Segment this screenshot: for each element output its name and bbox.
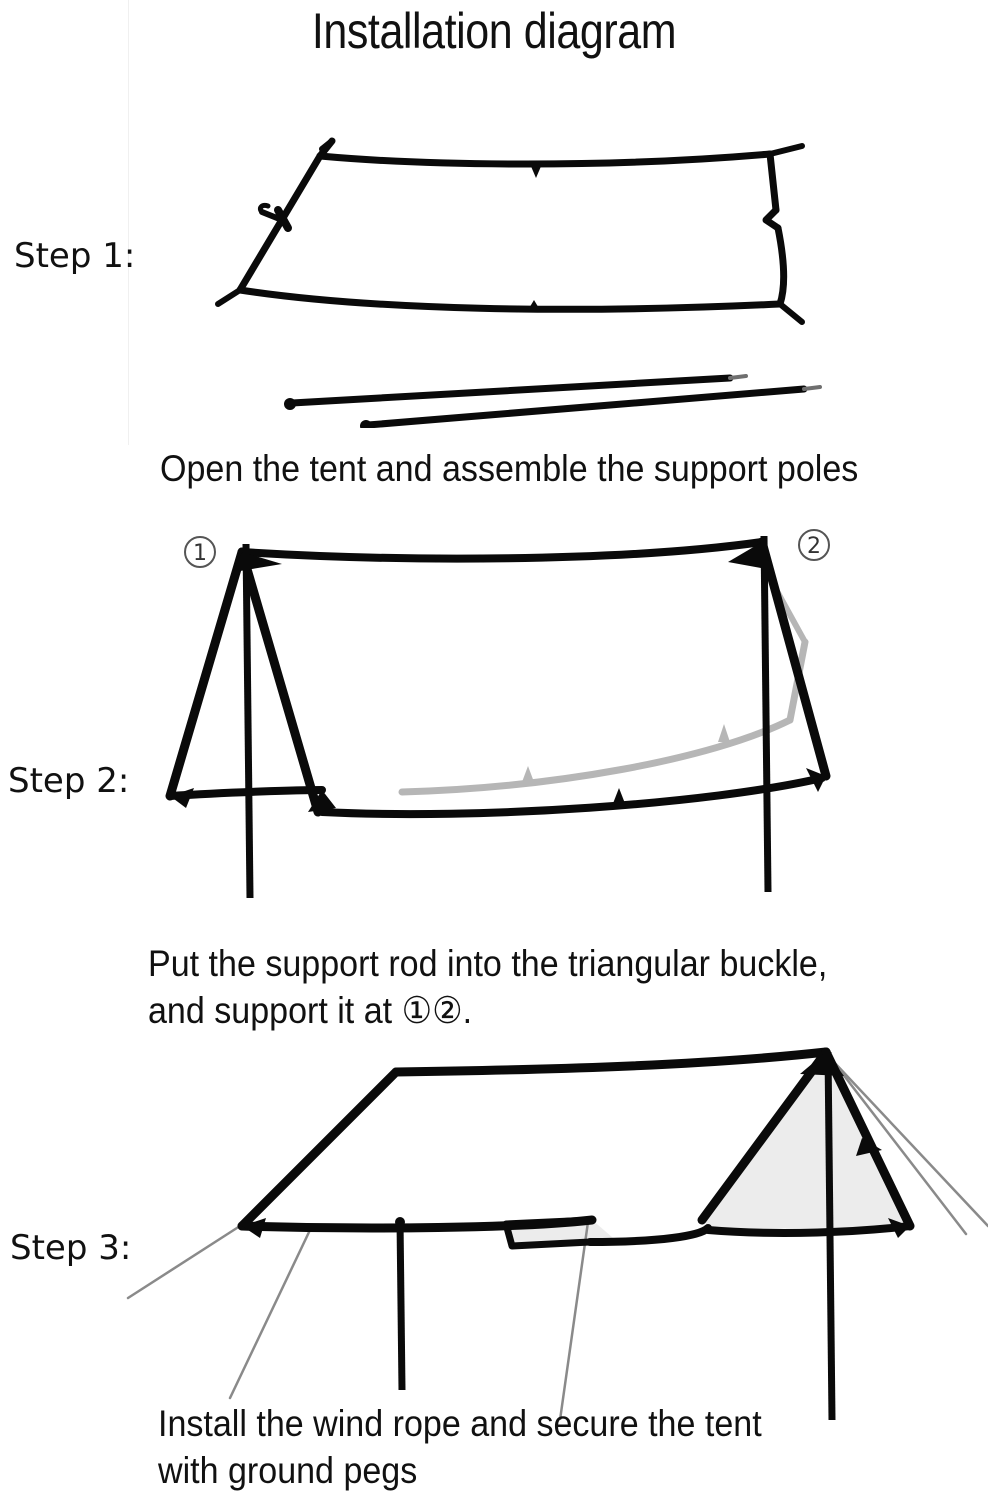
pole-front-left [396,1219,406,1391]
step-3-caption-line-2: with ground pegs [158,1450,418,1491]
guy-line-right-lower [830,1058,968,1236]
tarp-inner-tab [522,766,534,782]
svg-text:2: 2 [807,534,821,559]
vertical-pole-right [760,535,772,893]
svg-text:1: 1 [193,541,207,566]
corner-wedge-right-3 [888,1218,910,1238]
marker-1-circled: 1 [184,536,216,568]
corner-wedge-left [170,788,194,808]
corner-wedge-mid [308,790,336,812]
tarp-tab-bottom [528,300,540,310]
step-2-caption-line-1: Put the support rod into the triangular … [148,943,828,984]
tarp-tab-top [530,164,542,178]
step-3-label: Step 3: [10,1228,132,1268]
step-2-label: Step 2: [8,761,130,801]
step-2-figure: 1 2 [150,520,940,910]
support-pole-2 [360,385,822,428]
scan-artifact-line [128,0,129,445]
guy-line-left [126,1224,242,1300]
corner-wedge-left-3 [242,1218,266,1238]
tarp-inner-tab-2 [718,724,730,742]
step-2-caption-line-2: and support it at ①②. [148,990,473,1031]
pole-top-knob [395,1217,405,1227]
gable-shade [702,1052,910,1230]
step-3-caption: Install the wind rope and secure the ten… [158,1400,762,1494]
vertical-pole-left [242,543,254,899]
peak-wedge-3 [800,1052,844,1076]
marker-2-circled: 2 [798,529,830,561]
guy-line-left-lower [228,1228,312,1400]
step-1-caption-line-1: Open the tent and assemble the support p… [160,448,859,489]
support-pole-1 [284,374,748,410]
guy-line-right-upper [830,1058,988,1228]
step-2-caption: Put the support rod into the triangular … [148,940,827,1034]
pole-gable [824,1051,836,1420]
step-1-figure [210,128,840,428]
step-1-caption: Open the tent and assemble the support p… [160,445,858,492]
corner-wedge-right [806,768,826,792]
step-3-figure [120,1030,988,1420]
step-1-label: Step 1: [14,236,136,276]
guy-line-center [558,1220,590,1420]
tarp-tab-lower [612,788,626,806]
gable-tab [856,1138,882,1156]
page-title: Installation diagram [311,3,677,59]
step-3-caption-line-1: Install the wind rope and secure the ten… [158,1403,762,1444]
